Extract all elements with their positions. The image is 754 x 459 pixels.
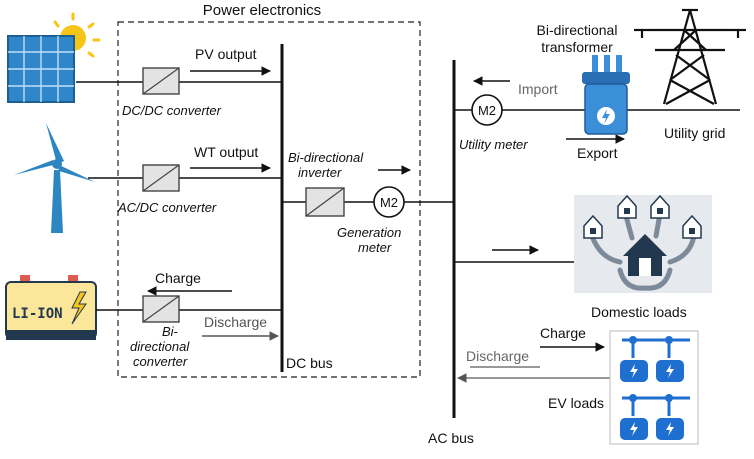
solar-panel-icon — [7, 35, 75, 103]
ac-bus-label: AC bus — [428, 430, 474, 446]
generation-meter — [373, 186, 405, 218]
transformer-label-1: Bi-directional — [537, 22, 618, 38]
generation-meter-label-1: Generation — [337, 225, 401, 240]
utility-meter-text: M2 — [478, 103, 496, 118]
domestic-loads-label: Domestic loads — [591, 304, 687, 320]
acdc-converter-icon — [142, 164, 180, 192]
utility-meter-label: Utility meter — [459, 137, 528, 152]
transformer-icon — [582, 55, 630, 135]
dcdc-converter-icon — [142, 67, 180, 95]
ev-loads-label: EV loads — [548, 395, 604, 411]
bi-converter-label-3: converter — [133, 354, 188, 369]
dcdc-converter-label: DC/DC converter — [122, 103, 222, 118]
acdc-converter-label: AC/DC converter — [117, 200, 217, 215]
import-label: Import — [518, 81, 558, 97]
inverter-diagonal — [305, 187, 345, 217]
dc-bus-label: DC bus — [286, 355, 333, 371]
power-electronics-title: Power electronics — [203, 2, 321, 19]
transmission-tower-icon — [634, 8, 746, 105]
utility-meter — [471, 94, 503, 126]
wind-turbine-icon — [14, 123, 95, 233]
generation-meter-label-2: meter — [358, 240, 392, 255]
pv-output-label: PV output — [195, 46, 257, 62]
bi-converter-label-1: Bi- — [162, 324, 179, 339]
battery-icon: LI-ION — [5, 275, 97, 340]
wt-output-label: WT output — [194, 144, 258, 160]
discharge-battery-label: Discharge — [204, 314, 267, 330]
power-electronics-box — [117, 21, 421, 378]
battery-text: LI-ION — [12, 306, 63, 322]
discharge-ev-label: Discharge — [466, 348, 529, 364]
charge-ev-label: Charge — [540, 325, 586, 341]
ev-charging-icon — [609, 330, 699, 445]
utility-grid-label: Utility grid — [664, 125, 725, 141]
generation-meter-text: M2 — [380, 195, 398, 210]
export-label: Export — [577, 145, 618, 161]
bi-converter-label-2: directional — [130, 339, 190, 354]
charge-battery-label: Charge — [155, 270, 201, 286]
inverter-label-1: Bi-directional — [288, 150, 364, 165]
bidirectional-converter-icon — [142, 295, 180, 323]
houses-network-icon — [574, 194, 712, 293]
inverter-label-2: inverter — [298, 165, 342, 180]
transformer-label-2: transformer — [541, 39, 613, 55]
